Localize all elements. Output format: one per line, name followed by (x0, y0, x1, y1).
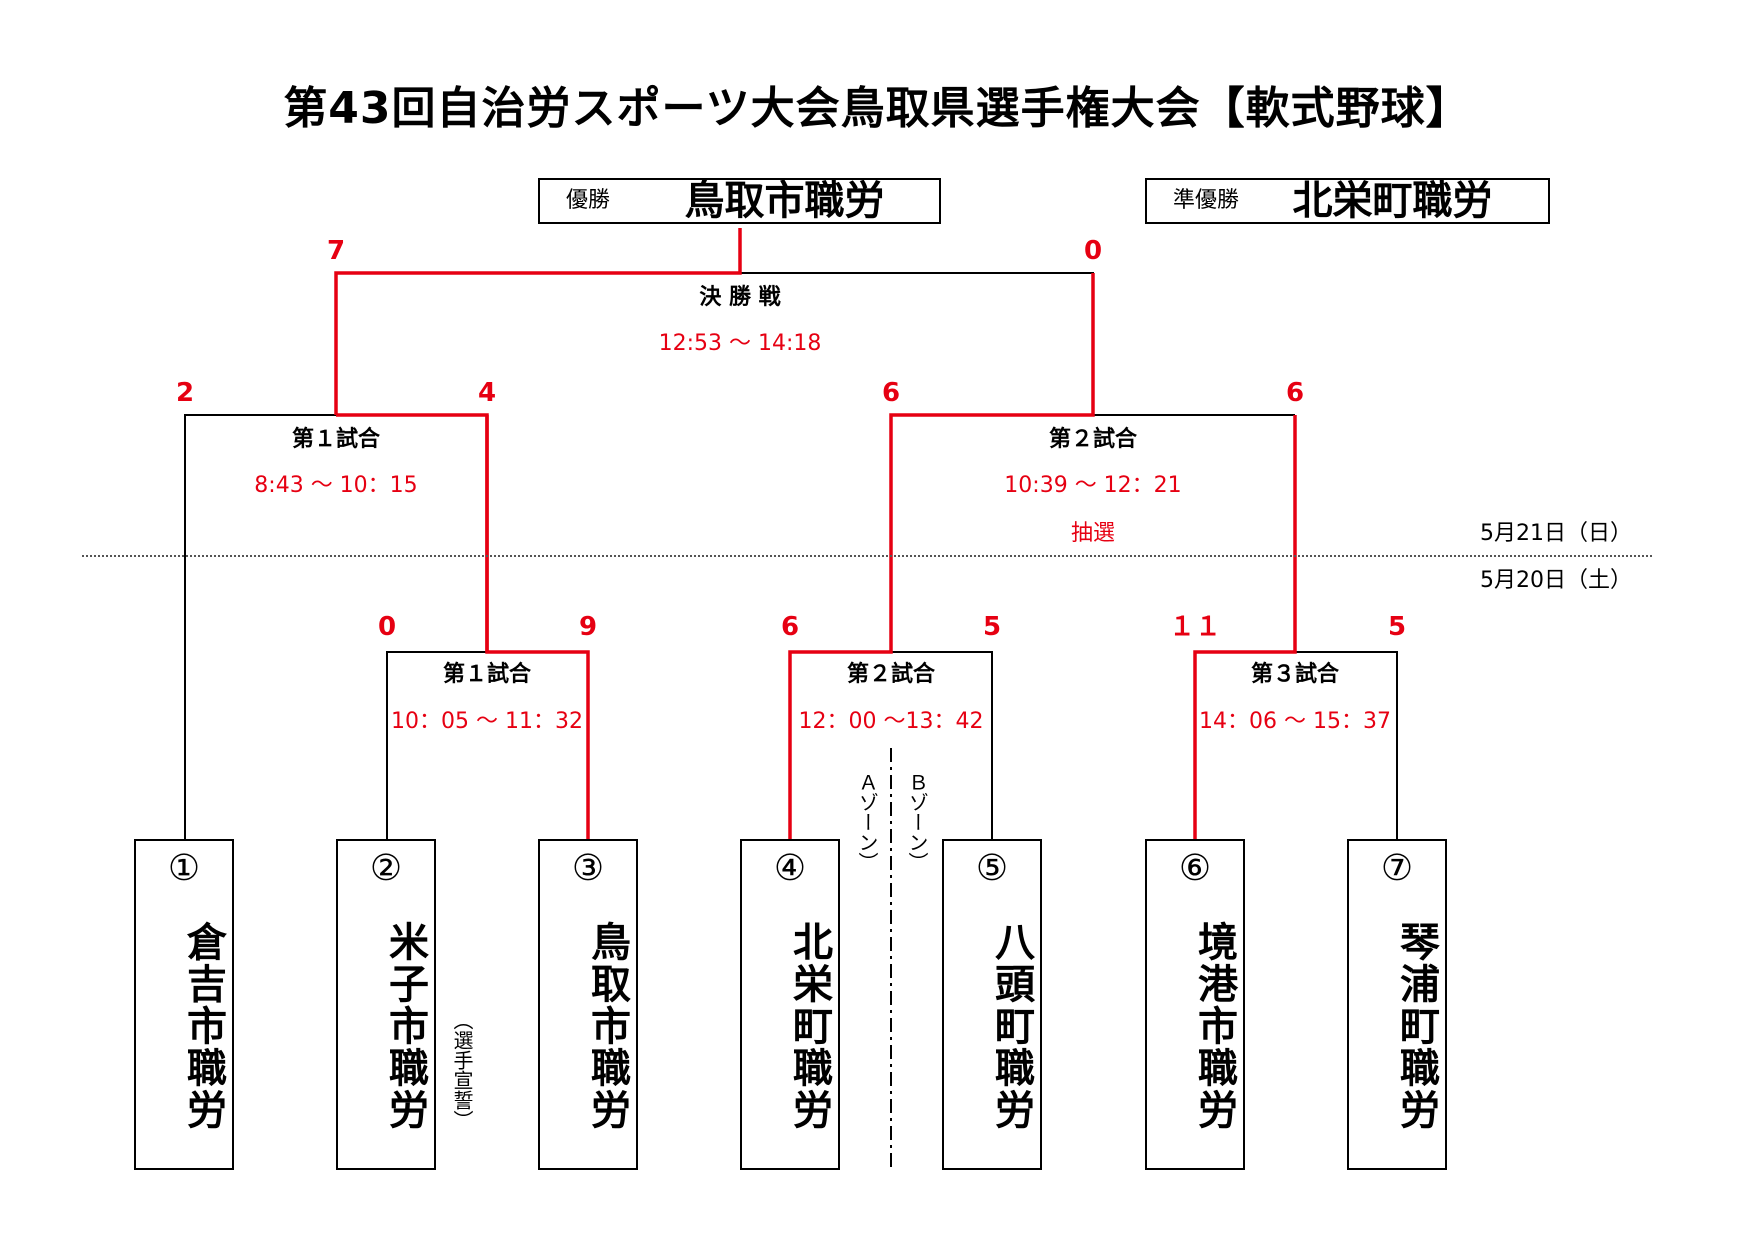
d1m1-score-right: 9 (578, 612, 598, 642)
winner-label: 優勝 (566, 188, 611, 213)
d2m2-name: 第２試合 (1048, 427, 1137, 452)
final-time: 12:53 〜 14:18 (658, 331, 822, 356)
runner-up-label: 準優勝 (1173, 188, 1240, 213)
zone-b-label: Ｂゾーン） (905, 772, 929, 872)
d1m2-score-left: 6 (780, 612, 800, 642)
runner-up-name: 北栄町職労 (1292, 178, 1493, 224)
d1m3-time: 14：06 〜 15：37 (1199, 709, 1391, 734)
d1m3-line-right (1295, 651, 1398, 839)
sakaiminato-win-path (1193, 415, 1297, 839)
d1m2-time: 12：00 〜13：42 (798, 709, 984, 734)
d1m3-name: 第３試合 (1250, 662, 1339, 687)
team-number: ③ (571, 848, 605, 889)
final-name: 決 勝 戦 (699, 285, 781, 310)
d1m1-name: 第１試合 (442, 662, 531, 687)
final-score-left: 7 (326, 236, 346, 266)
team-name: 鳥取市職労 (584, 921, 630, 1131)
team-number: ② (369, 848, 403, 889)
d1m1-score-left: 0 (377, 612, 397, 642)
d1m1-line-left (386, 651, 487, 839)
d1m1-time: 10：05 〜 11：32 (391, 709, 583, 734)
d2m1-line-left (184, 414, 336, 839)
date-day2: 5月21日（日） (1480, 521, 1632, 546)
date-day1: 5月20日（土） (1480, 568, 1632, 593)
team-number: ⑦ (1380, 848, 1414, 889)
d2m2-score-left: 6 (881, 378, 901, 408)
team-number: ④ (773, 848, 807, 889)
d1m3-score-left: １１ (1168, 612, 1221, 642)
team-name: 八頭町職労 (988, 921, 1034, 1131)
d2m1-score-left: 2 (175, 378, 195, 408)
team-number: ① (167, 848, 201, 889)
runner-up-box: 準優勝 北栄町職労 (1145, 178, 1550, 224)
d1m2-score-right: 5 (982, 612, 1002, 642)
d2m1-time: 8:43 〜 10：15 (254, 473, 418, 498)
team-number: ⑥ (1178, 848, 1212, 889)
oath-note: （選手宣誓） (450, 1010, 474, 1130)
winner-name: 鳥取市職労 (684, 178, 885, 224)
team-box-6: ⑥ 境港市職労 (1145, 839, 1245, 1170)
lottery-note: 抽選 (1070, 521, 1115, 546)
team-box-2: ② 米子市職労 (336, 839, 436, 1170)
team-box-1: ① 倉吉市職労 (134, 839, 234, 1170)
d2m1-name: 第１試合 (291, 427, 380, 452)
d1m2-name: 第２試合 (846, 662, 935, 687)
d1m3-score-right: 5 (1387, 612, 1407, 642)
team-name: 北栄町職労 (786, 921, 832, 1131)
zone-a-label: Ａゾーン） (855, 772, 879, 872)
team-box-7: ⑦ 琴浦町職労 (1347, 839, 1447, 1170)
team-name: 米子市職労 (382, 921, 428, 1131)
team-box-3: ③ 鳥取市職労 (538, 839, 638, 1170)
final-win-line (334, 228, 742, 415)
d1m2-line-right (891, 651, 993, 839)
d2m2-time: 10:39 〜 12：21 (1004, 473, 1182, 498)
team-name: 琴浦町職労 (1393, 921, 1439, 1131)
d2m1-score-right: 4 (477, 378, 497, 408)
team-name: 倉吉市職労 (180, 921, 226, 1131)
team-name: 境港市職労 (1191, 921, 1237, 1131)
d2m2-score-right: 6 (1285, 378, 1305, 408)
hokuei-win-path (788, 273, 1095, 839)
team-box-5: ⑤ 八頭町職労 (942, 839, 1042, 1170)
winner-box: 優勝 鳥取市職労 (538, 178, 941, 224)
page-title: 第43回自治労スポーツ大会鳥取県選手権大会【軟式野球】 (283, 83, 1471, 134)
team-number: ⑤ (975, 848, 1009, 889)
team-box-4: ④ 北栄町職労 (740, 839, 840, 1170)
final-score-right: 0 (1083, 236, 1103, 266)
